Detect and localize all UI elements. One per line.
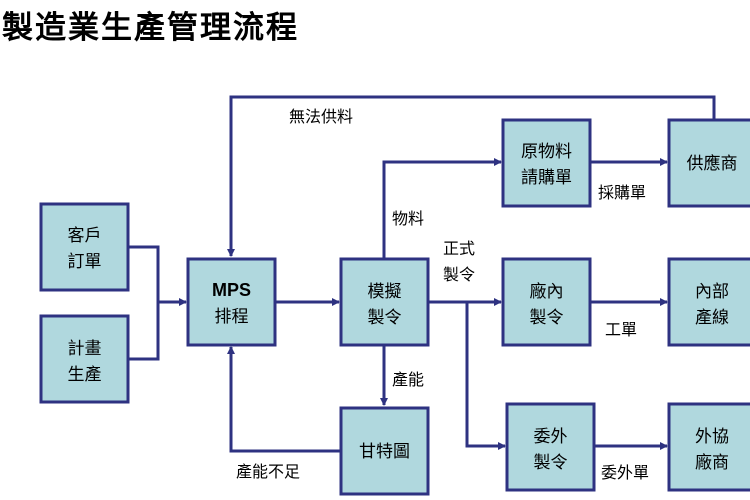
- node-supplier: 供應商: [667, 118, 750, 208]
- svg-text:製令: 製令: [368, 308, 402, 328]
- label-purchase-order: 採購單: [598, 183, 646, 202]
- node-simulated-order: 模擬 製令: [339, 257, 430, 347]
- edge-gantt-to-mps: [227, 346, 341, 453]
- svg-text:供應商: 供應商: [687, 153, 738, 174]
- svg-text:內部: 內部: [695, 282, 729, 302]
- edge-branch-to-outsource: [465, 302, 506, 450]
- svg-text:原物料: 原物料: [521, 142, 572, 162]
- svg-text:計畫: 計畫: [68, 339, 102, 359]
- node-customer-order: 客戶 訂單: [39, 202, 130, 292]
- label-work-order: 工單: [605, 320, 637, 339]
- edge-sim-to-material: [382, 158, 502, 258]
- node-outsource-order: 委外 製令: [505, 402, 596, 492]
- svg-text:廠商: 廠商: [695, 452, 729, 473]
- svg-text:模擬: 模擬: [368, 282, 402, 302]
- node-gantt: 甘特圖: [339, 406, 430, 496]
- page-title: 製造業生產管理流程: [2, 10, 299, 46]
- svg-text:外協: 外協: [695, 427, 729, 447]
- label-no-supply: 無法供料: [289, 107, 353, 126]
- edge-supplier-to-mps: [227, 95, 716, 257]
- label-formal-order-1: 正式: [443, 239, 475, 258]
- svg-text:製令: 製令: [530, 308, 564, 328]
- svg-text:MPS: MPS: [212, 280, 251, 300]
- node-outsource-vendor: 外協 廠商: [667, 402, 750, 492]
- svg-text:排程: 排程: [215, 307, 249, 327]
- label-capacity: 產能: [392, 370, 424, 389]
- node-material-requisition: 原物料 請購單: [501, 118, 592, 208]
- svg-text:客戶: 客戶: [68, 226, 102, 246]
- edge-customer-merge: [128, 245, 160, 361]
- svg-text:甘特圖: 甘特圖: [359, 442, 410, 462]
- svg-text:廠內: 廠內: [530, 281, 564, 302]
- node-internal-line: 內部 產線: [667, 257, 750, 347]
- label-material: 物料: [392, 209, 424, 228]
- svg-text:委外: 委外: [534, 427, 568, 447]
- svg-text:生產: 生產: [68, 365, 102, 385]
- label-outsource-slip: 委外單: [601, 463, 649, 482]
- svg-text:訂單: 訂單: [68, 252, 102, 272]
- node-in-house-order: 廠內 製令: [501, 257, 592, 347]
- svg-text:製令: 製令: [534, 453, 568, 473]
- label-insufficient-capacity: 產能不足: [236, 462, 300, 481]
- node-mps: MPS 排程: [186, 257, 277, 347]
- label-formal-order-2: 製令: [443, 265, 475, 284]
- node-production-plan: 計畫 生產: [39, 314, 130, 404]
- svg-text:請購單: 請購單: [521, 168, 572, 188]
- svg-text:產線: 產線: [695, 308, 729, 328]
